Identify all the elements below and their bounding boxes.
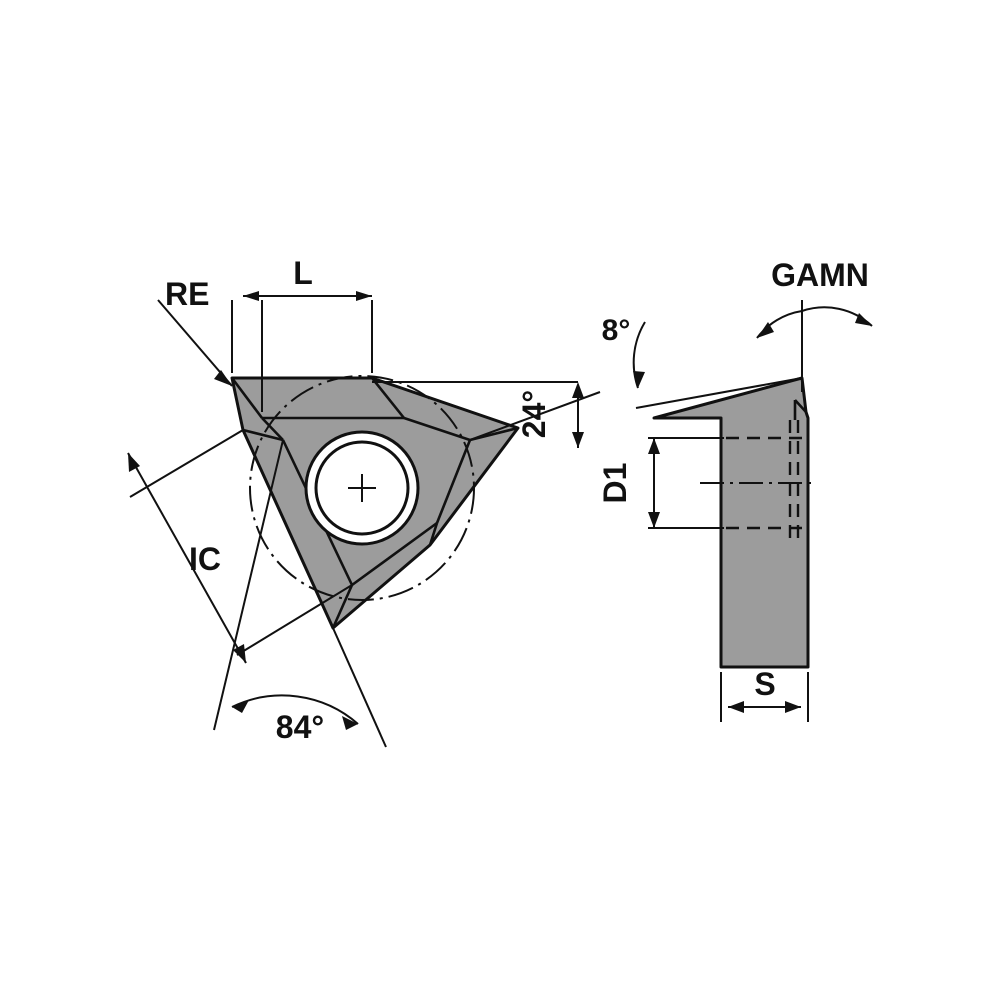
dim-D1-arrow-top: [648, 438, 660, 454]
dim-84-arrow-right: [342, 716, 358, 730]
label-L: L: [293, 255, 313, 291]
dim-GAMN-arrow-left: [757, 322, 774, 338]
label-8deg: 8°: [602, 314, 631, 347]
hidden-bore-lines: [726, 420, 805, 545]
side-facet-lines: [719, 399, 807, 667]
label-RE: RE: [165, 276, 209, 312]
label-IC: IC: [189, 541, 221, 577]
insert-body-side: [652, 376, 810, 669]
dim-L-arrow-left: [243, 291, 259, 301]
insert-facet-lines: [230, 377, 519, 629]
dim-IC: [127, 429, 353, 664]
dim-S-arrow-right: [785, 701, 801, 713]
dim-S-arrow-left: [728, 701, 744, 713]
side-view: D1 S 8° GAMN: [597, 257, 873, 722]
label-S: S: [754, 666, 775, 702]
dim-D1-arrow-bottom: [648, 512, 660, 528]
dim-L: [231, 295, 373, 412]
dim-GAMN-arrow-right: [855, 313, 872, 326]
label-84deg: 84°: [276, 709, 324, 745]
dim-84-arrow-left: [232, 700, 249, 713]
dim-8-arrow: [633, 371, 645, 388]
dim-GAMN: [756, 300, 873, 392]
dim-24-arrow-top: [572, 382, 584, 398]
label-D1: D1: [597, 463, 633, 504]
dim-8deg: [632, 321, 803, 419]
bore-center-cross: [348, 474, 376, 502]
dim-IC-arrow-bottom: [233, 644, 246, 663]
dim-L-arrow-right: [356, 291, 372, 301]
leader-RE-arrow: [214, 370, 232, 386]
label-GAMN: GAMN: [771, 257, 869, 293]
dim-IC-arrow-top: [128, 453, 140, 472]
dim-24-arrow-bottom: [572, 432, 584, 448]
inscribed-circle: [249, 375, 475, 601]
label-24deg: 24°: [516, 390, 552, 438]
leader-RE: [157, 299, 233, 387]
top-view: L RE 24° IC 84°: [127, 255, 601, 748]
